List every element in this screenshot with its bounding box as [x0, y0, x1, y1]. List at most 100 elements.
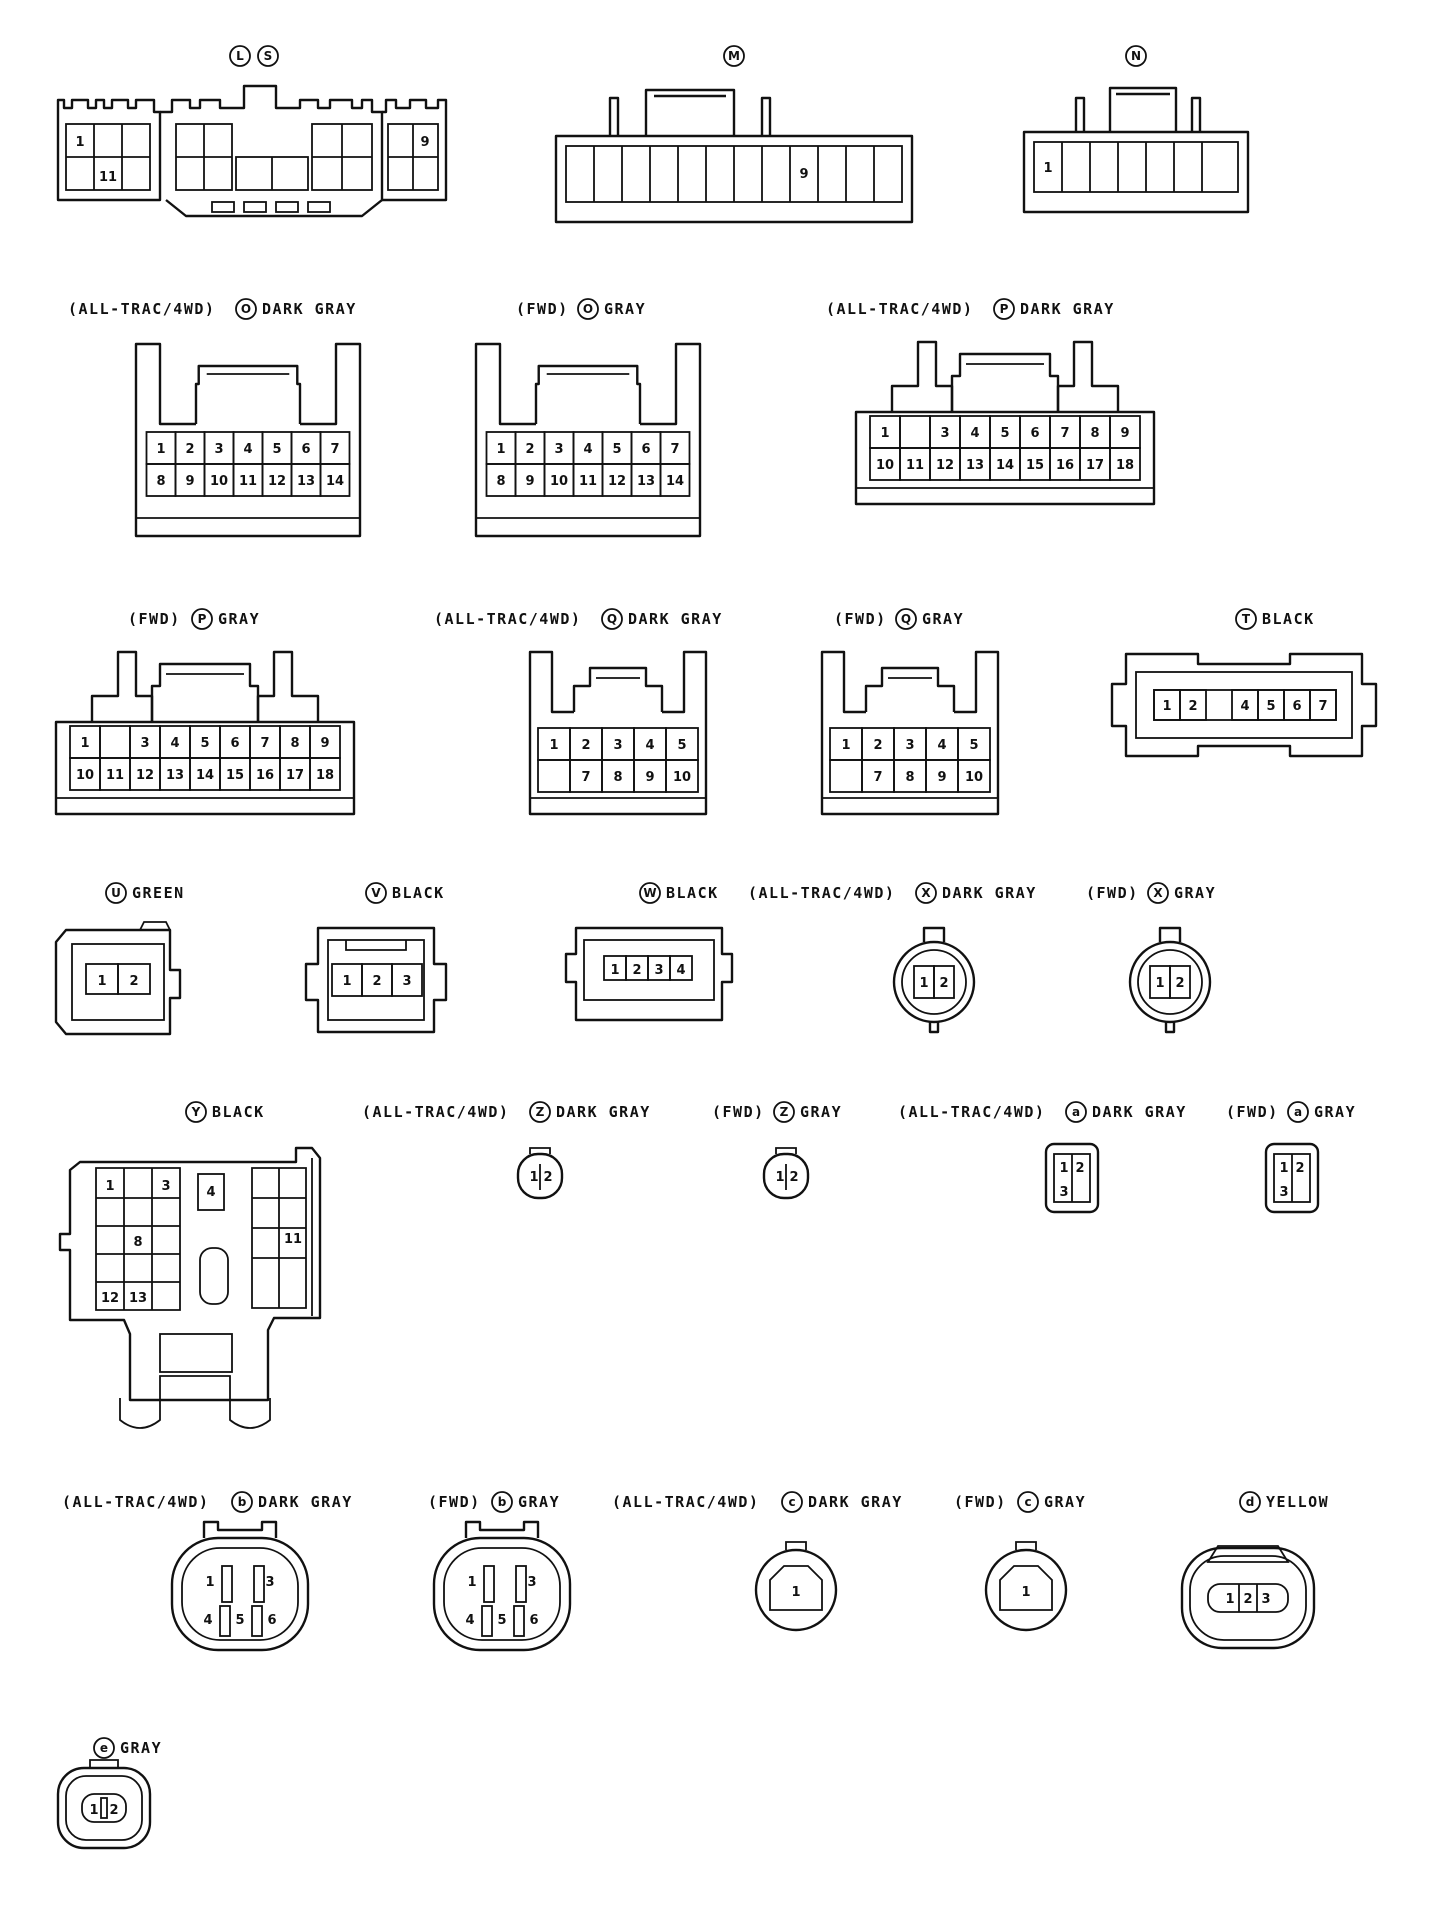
pin-label: 1	[791, 1585, 800, 1600]
pin-label: 8	[156, 474, 165, 489]
code-text: a	[1072, 1105, 1080, 1119]
label-t: T BLACK	[1235, 608, 1315, 630]
code-n: N	[1131, 49, 1141, 63]
code-text: O	[583, 302, 593, 316]
pin-label: 1	[496, 442, 505, 457]
pin-label: 16	[1056, 458, 1074, 473]
connector-c-all: 1	[754, 1541, 838, 1632]
pin-label: 1	[1059, 1161, 1068, 1176]
pin-label: 12	[101, 1291, 119, 1306]
pin-label: 1	[105, 1179, 114, 1194]
pin-label: 4	[1240, 699, 1249, 714]
pin-label: 12	[268, 474, 286, 489]
pin-label: 1	[342, 974, 351, 989]
pin-frame	[1207, 1583, 1289, 1613]
housing-outline	[529, 1147, 551, 1154]
pin-frame	[1153, 689, 1337, 721]
pin-label: 5	[1266, 699, 1275, 714]
housing-outline	[474, 342, 536, 426]
pin-label: 4	[676, 963, 685, 978]
ls-foot	[243, 201, 267, 213]
pin-label: 6	[529, 1613, 538, 1628]
housing-outline	[58, 1146, 322, 1402]
housing-outline	[528, 650, 574, 714]
ls-housing-right	[382, 98, 448, 202]
pin-label: 1	[1021, 1585, 1030, 1600]
housing-slot	[199, 1247, 229, 1305]
label-x-all: (ALL-TRAC/4WD) X DARK GRAY	[748, 882, 1035, 904]
code-text: P	[198, 612, 207, 626]
housing-outline	[432, 1536, 572, 1652]
color-text: BLACK	[666, 884, 719, 902]
housing-outline	[769, 1565, 823, 1611]
m-latch	[608, 88, 772, 136]
pin-label: 1	[775, 1170, 784, 1185]
pin-label: 7	[1060, 426, 1069, 441]
pin-label: 9	[320, 736, 329, 751]
pin-label: 3	[905, 738, 914, 753]
n-housing	[1022, 130, 1250, 214]
pin-label: 1	[549, 738, 558, 753]
housing-inner	[71, 943, 165, 1021]
pin-label: 18	[1116, 458, 1134, 473]
pin-label: 1	[156, 442, 165, 457]
prefix-text: (FWD)	[428, 1493, 481, 1511]
housing-inner	[1137, 949, 1203, 1015]
pin-cell	[117, 963, 151, 995]
label-q-fwd: (FWD) Q GRAY	[834, 608, 963, 630]
pin-cell	[1169, 965, 1191, 999]
prefix-text: (FWD)	[834, 610, 887, 628]
color-text: GRAY	[218, 610, 260, 628]
pin-cell	[221, 1565, 233, 1603]
code-circle	[639, 882, 661, 904]
pin-label: 1	[80, 736, 89, 751]
label-y: Y BLACK	[185, 1101, 263, 1123]
pin-label: 1	[1225, 1592, 1234, 1607]
housing-outline	[516, 1152, 564, 1200]
code-text: b	[238, 1495, 247, 1509]
pin-label: 4	[583, 442, 592, 457]
pin-label: 3	[265, 1575, 274, 1590]
code-circle	[895, 608, 917, 630]
pin-cell	[197, 1173, 225, 1211]
housing-outline	[134, 424, 362, 538]
pin-label: 10	[76, 768, 94, 783]
n-pin-1: 1	[1043, 161, 1052, 176]
color-text: DARK GRAY	[262, 300, 357, 318]
code-circle	[235, 298, 257, 320]
color-text: DARK GRAY	[258, 1493, 353, 1511]
housing-outline	[1015, 1541, 1037, 1550]
pin-label: 13	[297, 474, 315, 489]
code-circle	[231, 1491, 253, 1513]
pin-cell	[391, 963, 423, 997]
label-a-fwd: (FWD) a GRAY	[1226, 1101, 1355, 1123]
housing-outline	[820, 650, 866, 714]
housing-outline	[999, 1565, 1053, 1611]
pin-label: 1	[919, 976, 928, 991]
code-circle	[105, 882, 127, 904]
prefix-text: (ALL-TRAC/4WD)	[62, 1493, 209, 1511]
pin-cell	[669, 955, 693, 981]
housing-inner	[583, 939, 715, 1001]
prefix-text: (FWD)	[1086, 884, 1139, 902]
code-text: b	[498, 1495, 507, 1509]
pin-label: 1	[467, 1575, 476, 1590]
pin-label: 12	[136, 768, 154, 783]
color-text: BLACK	[1262, 610, 1315, 628]
housing-inner	[181, 1547, 299, 1641]
housing-inner	[1135, 671, 1353, 739]
code-text: V	[371, 886, 381, 900]
pin-label: 8	[613, 770, 622, 785]
pin-label: 2	[939, 976, 948, 991]
code-text: T	[1242, 612, 1251, 626]
label-e: e GRAY	[93, 1737, 161, 1759]
housing-outline	[56, 1766, 152, 1850]
pin-label: 1	[97, 974, 106, 989]
pin-label: 2	[789, 1170, 798, 1185]
housing-inner	[65, 1775, 143, 1841]
